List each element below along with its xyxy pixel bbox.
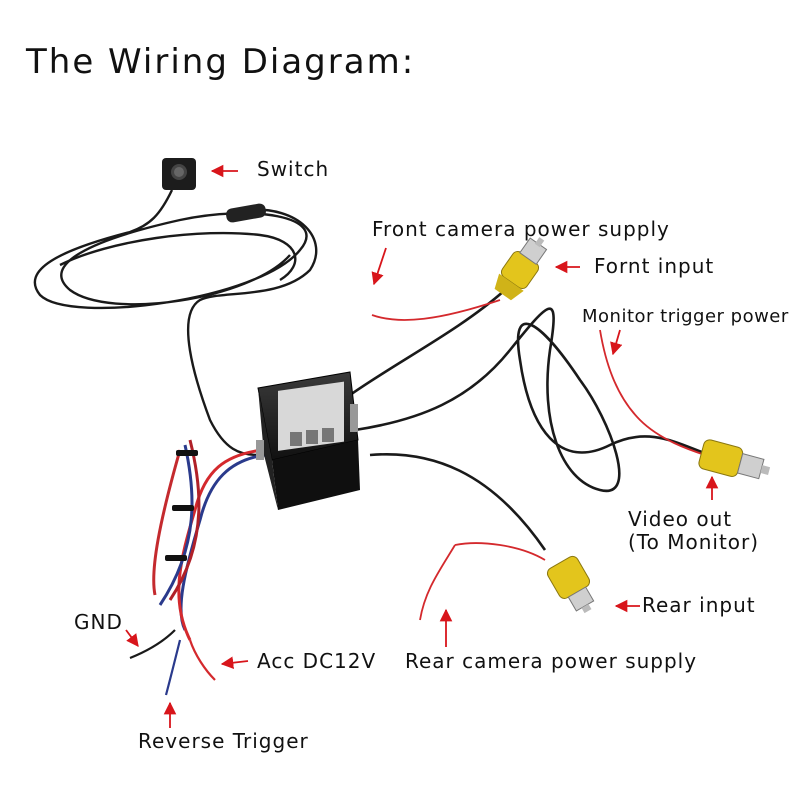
video-out-cable <box>354 307 711 493</box>
rear-input-rca <box>546 555 595 614</box>
switch-cable <box>33 189 318 457</box>
control-box <box>256 371 360 510</box>
label-video-out: Video out (To Monitor) <box>628 508 759 554</box>
label-gnd: GND <box>74 610 123 634</box>
power-harness <box>152 439 266 641</box>
reverse-trigger-wire <box>164 639 182 696</box>
label-front-camera-power: Front camera power supply <box>372 217 670 241</box>
switch-unit <box>162 158 266 223</box>
rear-input-cable <box>369 453 547 621</box>
acc-arrow <box>220 656 249 669</box>
label-acc-dc12v: Acc DC12V <box>257 649 377 673</box>
label-rear-camera-power: Rear camera power supply <box>405 649 698 673</box>
label-switch: Switch <box>257 157 330 181</box>
label-rear-input: Rear input <box>642 593 756 617</box>
acc-wire <box>188 639 216 681</box>
harness-sleeves <box>165 450 198 561</box>
annotation-arrows <box>125 164 719 728</box>
front-input-rca <box>494 237 548 301</box>
diagram-title: The Wiring Diagram: <box>26 42 416 82</box>
video-out-rca <box>698 439 771 480</box>
gnd-arrow <box>125 629 139 648</box>
label-reverse-trigger: Reverse Trigger <box>138 729 309 753</box>
front-power-arrow <box>371 247 387 286</box>
label-monitor-trigger-power: Monitor trigger power <box>582 306 789 327</box>
monitor-trigger-arrow <box>610 329 623 356</box>
front-input-cable <box>349 289 506 397</box>
label-video-out-line1: Video out <box>628 507 733 531</box>
label-front-input: Fornt input <box>594 254 715 278</box>
label-video-out-line2: (To Monitor) <box>628 530 760 554</box>
gnd-wire <box>129 629 176 660</box>
monitor-trigger-wire <box>599 329 706 456</box>
